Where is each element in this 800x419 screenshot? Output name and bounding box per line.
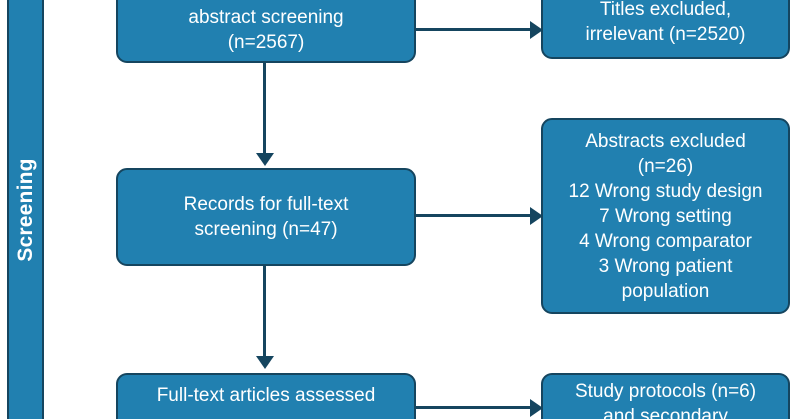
node-study-protocols-label: Study protocols (n=6) and secondary — [574, 381, 757, 419]
node-abstracts-excluded-label: Abstracts excluded (n=26) 12 Wrong study… — [568, 130, 763, 302]
node-study-protocols: Study protocols (n=6) and secondary — [541, 373, 790, 419]
stage-bar-screening: Screening — [7, 0, 44, 419]
connector-titles-to-excluded-arrowhead-icon — [530, 21, 543, 39]
node-abstracts-excluded: Abstracts excluded (n=26) 12 Wrong study… — [541, 118, 790, 314]
node-fulltext-articles-assessed-label: Full-text articles assessed — [156, 385, 376, 406]
connector-fulltext-to-assessed-arrowhead-icon — [256, 356, 274, 369]
connector-fulltext-to-assessed-line — [263, 265, 266, 357]
node-fulltext-articles-assessed: Full-text articles assessed — [116, 373, 416, 419]
connector-fulltext-to-abstracts-excluded-line — [416, 214, 533, 217]
connector-titles-to-excluded-line — [416, 28, 533, 31]
node-titles-excluded-label: Titles excluded, irrelevant (n=2520) — [585, 0, 746, 45]
connector-titles-to-fulltext-arrowhead-icon — [256, 153, 274, 166]
node-records-fulltext-screening: Records for full-text screening (n=47) — [116, 168, 416, 266]
node-records-fulltext-screening-label: Records for full-text screening (n=47) — [183, 194, 349, 240]
node-records-titles-abstract-screening-label: Records for titles and abstract screenin… — [176, 0, 356, 53]
node-titles-excluded: Titles excluded, irrelevant (n=2520) — [541, 0, 790, 59]
connector-fulltext-to-abstracts-excluded-arrowhead-icon — [530, 207, 543, 225]
stage-bar-label: Screening — [13, 158, 37, 262]
connector-assessed-to-protocols-line — [416, 406, 533, 409]
node-records-titles-abstract-screening: Records for titles and abstract screenin… — [116, 0, 416, 63]
connector-assessed-to-protocols-arrowhead-icon — [530, 399, 543, 417]
connector-titles-to-fulltext-line — [263, 62, 266, 154]
